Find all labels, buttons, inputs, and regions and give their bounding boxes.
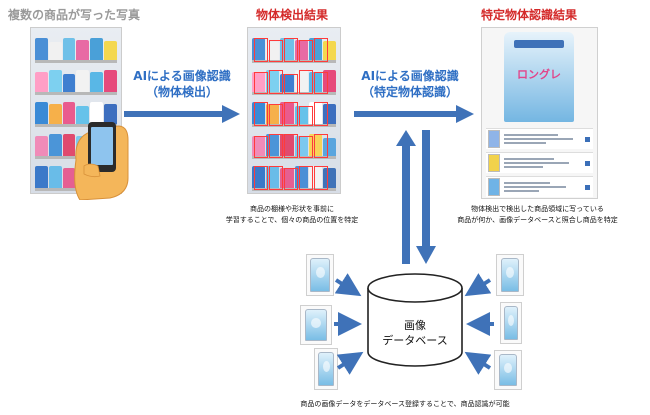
ai-detection-label-line2: （物体検出） bbox=[145, 85, 218, 99]
product-image bbox=[500, 302, 522, 344]
ai-recognition-label: AIによる画像認識 （特定物体認識） bbox=[352, 68, 468, 100]
detection-caption-line1: 商品の棚様や形状を事前に bbox=[250, 205, 334, 213]
result-row bbox=[486, 128, 593, 149]
product-image bbox=[300, 305, 332, 345]
recognition-caption-line2: 商品が何か、画像データベースと照合し商品を特定 bbox=[457, 216, 618, 224]
recognized-product-image: ロングレ bbox=[504, 32, 574, 122]
ai-recognition-label-line2: （特定物体認識） bbox=[361, 85, 458, 99]
result-row bbox=[486, 152, 593, 173]
database-cylinder-icon bbox=[367, 273, 463, 367]
product-image bbox=[496, 254, 524, 296]
recognition-result-panel: ロングレ bbox=[481, 27, 598, 199]
ai-detection-label-line1: AIによる画像認識 bbox=[133, 69, 231, 83]
detected-shelf bbox=[248, 28, 340, 193]
recognition-caption: 物体検出で検出した商品領域に写っている 商品が何か、画像データベースと照合し商品… bbox=[430, 204, 645, 226]
database-label-line2: データベース bbox=[382, 334, 448, 347]
recognition-result-title: 特定物体認識結果 bbox=[481, 8, 578, 22]
detection-photo bbox=[247, 27, 341, 194]
detection-caption: 商品の棚様や形状を事前に 学習することで、個々の商品の位置を特定 bbox=[222, 204, 362, 226]
product-cap bbox=[514, 40, 564, 48]
inflow-arrows bbox=[334, 273, 494, 375]
ai-detection-label: AIによる画像認識 （物体検出） bbox=[127, 68, 237, 100]
smartphone-in-hand-icon bbox=[74, 122, 129, 200]
ai-recognition-label-line1: AIによる画像認識 bbox=[361, 69, 459, 83]
database-exchange-arrows bbox=[396, 130, 436, 264]
result-row bbox=[486, 176, 593, 197]
database-caption: 商品の画像データをデータベース登録することで、商品認識が可能 bbox=[300, 400, 510, 408]
product-image bbox=[306, 254, 334, 296]
recognition-caption-line1: 物体検出で検出した商品領域に写っている bbox=[471, 205, 604, 213]
arrow-to-detection bbox=[124, 105, 240, 123]
database-label-line1: 画像 bbox=[404, 319, 426, 332]
detection-result-title: 物体検出結果 bbox=[256, 8, 329, 22]
input-photo-title: 複数の商品が写った写真 bbox=[8, 8, 141, 22]
product-image bbox=[494, 350, 522, 390]
detection-caption-line2: 学習することで、個々の商品の位置を特定 bbox=[225, 216, 359, 224]
product-image bbox=[314, 348, 338, 390]
database-label: 画像 データベース bbox=[366, 318, 464, 348]
arrow-to-recognition bbox=[354, 105, 474, 123]
product-label: ロングレ bbox=[517, 68, 561, 81]
